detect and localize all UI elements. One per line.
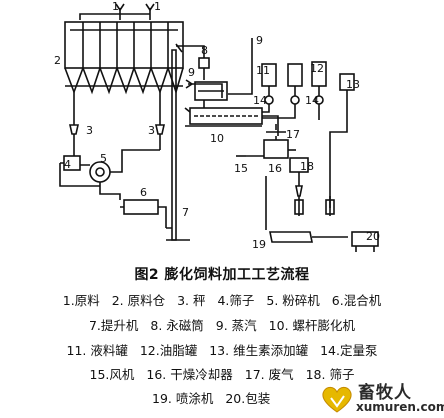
callout-18: 18 — [300, 160, 314, 173]
callout-10: 10 — [210, 132, 224, 145]
callout-8: 8 — [201, 44, 208, 57]
watermark: 畜牧人 xumuren.com — [318, 378, 444, 418]
callout-17: 17 — [286, 128, 300, 141]
product-bin-1 — [294, 199, 304, 215]
callout-16: 16 — [268, 162, 282, 175]
legend-item: 13. 维生素添加罐 — [209, 343, 309, 358]
legend-item: 4.筛子 — [217, 293, 255, 308]
callout-1b: 1 — [154, 0, 161, 13]
callout-11: 11 — [256, 64, 270, 77]
watermark-url: xumuren.com — [356, 400, 444, 414]
mixer — [123, 199, 159, 215]
diagram-callouts: 1 1 2 3 3 4 5 6 7 8 9 9 10 11 12 13 14 1… — [54, 0, 380, 251]
callout-3a: 3 — [86, 124, 93, 137]
packing-unit — [351, 231, 379, 247]
legend-item: 5. 粉碎机 — [266, 293, 320, 308]
fat-tank — [287, 63, 303, 87]
callout-6: 6 — [140, 186, 147, 199]
callout-7: 7 — [182, 206, 189, 219]
steam-line-left — [188, 83, 223, 98]
legend-item: 9. 蒸汽 — [215, 318, 257, 333]
legend-item: 12.油脂罐 — [139, 343, 198, 358]
watermark-name: 畜牧人 — [358, 383, 412, 403]
raw-material-bins — [64, 21, 184, 69]
conditioner — [194, 81, 228, 101]
legend-item: 18. 筛子 — [305, 367, 355, 382]
callout-1a: 1 — [112, 0, 119, 13]
legend-item: 19. 喷涂机 — [152, 391, 214, 406]
metering-pump-2 — [290, 95, 300, 105]
legend-row-1: 1.原料 2. 原料仓 3. 秤 4.筛子 5. 粉碎机 6.混合机 — [0, 290, 444, 309]
process-flow-diagram: 1 1 2 3 3 4 5 6 7 8 9 9 10 11 12 13 14 1… — [54, 0, 380, 252]
callout-5: 5 — [100, 152, 107, 165]
legend-row-4: 15.风机 16. 干燥冷却器 17. 废气 18. 筛子 — [0, 364, 444, 383]
scale-left — [69, 124, 79, 135]
legend-item: 16. 干燥冷却器 — [146, 367, 233, 382]
legend-item: 3. 秤 — [177, 293, 206, 308]
legend-row-2: 7.提升机 8. 永磁筒 9. 蒸汽 10. 螺杆膨化机 — [0, 315, 444, 334]
legend-item: 20.包装 — [225, 391, 271, 406]
waste-gas-line — [266, 124, 286, 133]
callout-2: 2 — [54, 54, 61, 67]
callout-14a: 14 — [253, 94, 267, 107]
legend-item: 6.混合机 — [331, 293, 382, 308]
callout-19: 19 — [252, 238, 266, 251]
legend-item: 8. 永磁筒 — [150, 318, 204, 333]
heart-logo-icon — [322, 386, 352, 413]
callout-9b: 9 — [188, 66, 195, 79]
callout-14b: 14 — [305, 94, 319, 107]
callout-9a: 9 — [256, 34, 263, 47]
legend-item: 10. 螺杆膨化机 — [268, 318, 356, 333]
legend-item: 2. 原料仓 — [111, 293, 166, 308]
legend-item: 7.提升机 — [88, 318, 139, 333]
dryer-cooler — [263, 139, 289, 159]
raw-material-arrows — [115, 3, 155, 12]
figure-caption: 图2 膨化饲料加工工艺流程 — [134, 267, 310, 283]
steam-line-upper — [228, 38, 253, 95]
scale-right — [155, 124, 165, 135]
product-bin-2 — [325, 199, 335, 215]
callout-15: 15 — [234, 162, 248, 175]
coater — [269, 231, 313, 243]
legend-row-5: 19. 喷涂机 20.包装 — [0, 388, 274, 407]
legend-item: 17. 废气 — [244, 367, 294, 382]
magnet-drum — [198, 57, 210, 69]
hammer-mill — [89, 161, 111, 183]
callout-12: 12 — [310, 62, 324, 75]
legend-item: 1.原料 — [62, 293, 100, 308]
callout-13: 13 — [346, 78, 360, 91]
legend-item: 15.风机 — [89, 367, 135, 382]
callout-4: 4 — [64, 158, 71, 171]
legend-item: 11. 液料罐 — [66, 343, 128, 358]
legend-row-3: 11. 液料罐 12.油脂罐 13. 维生素添加罐 14.定量泵 — [0, 340, 444, 359]
callout-20: 20 — [366, 230, 380, 243]
callout-3b: 3 — [148, 124, 155, 137]
bucket-elevator — [171, 49, 177, 241]
legend-item: 14.定量泵 — [320, 343, 378, 358]
